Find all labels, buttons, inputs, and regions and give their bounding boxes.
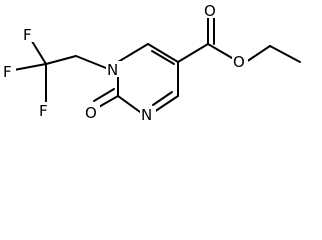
atom-o-ester-double: O [204, 2, 216, 20]
atom-o-carbonyl: O [85, 104, 97, 122]
bonds [13, 17, 301, 113]
bond-ch2-n1 [75, 55, 107, 69]
atom-bg-o-ester-double [203, 2, 219, 18]
atom-bg-o-ester-single [232, 53, 248, 69]
atom-f-top: F [23, 26, 32, 44]
bond-c-f-left [13, 63, 47, 71]
atom-bg-f2 [2, 63, 16, 79]
atom-n3: N [141, 106, 152, 124]
atom-f-left: F [3, 63, 12, 81]
bond-cf3-ch2 [45, 55, 77, 65]
bond-o-ch2 [245, 45, 271, 63]
bond-c6-c5-double [151, 50, 175, 65]
bond-ester-c-o-single [207, 43, 233, 59]
bond-c6-c5 [147, 43, 179, 63]
atom-bg-f1 [22, 26, 36, 42]
bond-c4-n3 [153, 95, 179, 113]
atom-f-bottom: F [39, 102, 48, 120]
atom-n1: N [107, 61, 118, 79]
atom-o-ester-single: O [233, 53, 245, 71]
structure-svg: F F F N N O O O [2, 2, 301, 124]
bond-n1-c6 [117, 43, 149, 63]
bond-c2-o [96, 95, 119, 109]
atom-bg-n1 [106, 61, 122, 77]
atom-bg-o-carbonyl [84, 104, 100, 120]
molecule-structure-diagram: F F F N N O O O [2, 2, 301, 124]
bond-ch2-ch3 [269, 45, 301, 63]
bond-c4-n3-double [152, 91, 173, 106]
bond-c2-o-double [93, 88, 115, 102]
bond-n3-c2 [117, 95, 141, 113]
bond-c5-ester-c [177, 43, 209, 63]
atom-bg-n2 [140, 106, 156, 122]
bond-c-f-top [29, 37, 47, 65]
atom-labels: F F F N N O O O [2, 2, 248, 124]
atom-bg-f3 [38, 102, 52, 118]
